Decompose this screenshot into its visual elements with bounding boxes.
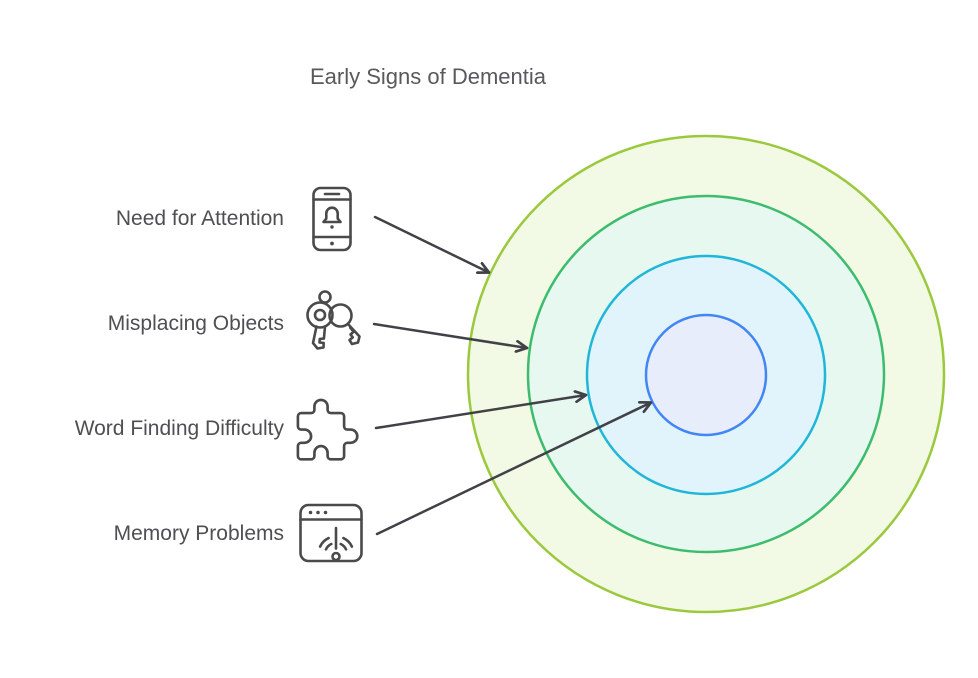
label-word-finding-difficulty: Word Finding Difficulty — [74, 417, 284, 440]
label-need-for-attention: Need for Attention — [115, 207, 284, 230]
arrow-need-for-attention — [373, 215, 489, 273]
ring-innermost — [644, 313, 768, 437]
page-title: Early Signs of Dementia — [310, 64, 546, 89]
arrow-memory-problems — [375, 403, 651, 536]
keys-icon — [294, 286, 366, 358]
arrow-word-finding-difficulty — [374, 395, 586, 430]
label-misplacing-objects: Misplacing Objects — [107, 312, 284, 335]
phone-notification-icon — [310, 183, 354, 253]
puzzle-piece-icon — [294, 397, 366, 465]
label-memory-problems: Memory Problems — [113, 522, 284, 545]
browser-offline-icon — [296, 500, 370, 570]
arrow-misplacing-objects — [372, 322, 527, 348]
